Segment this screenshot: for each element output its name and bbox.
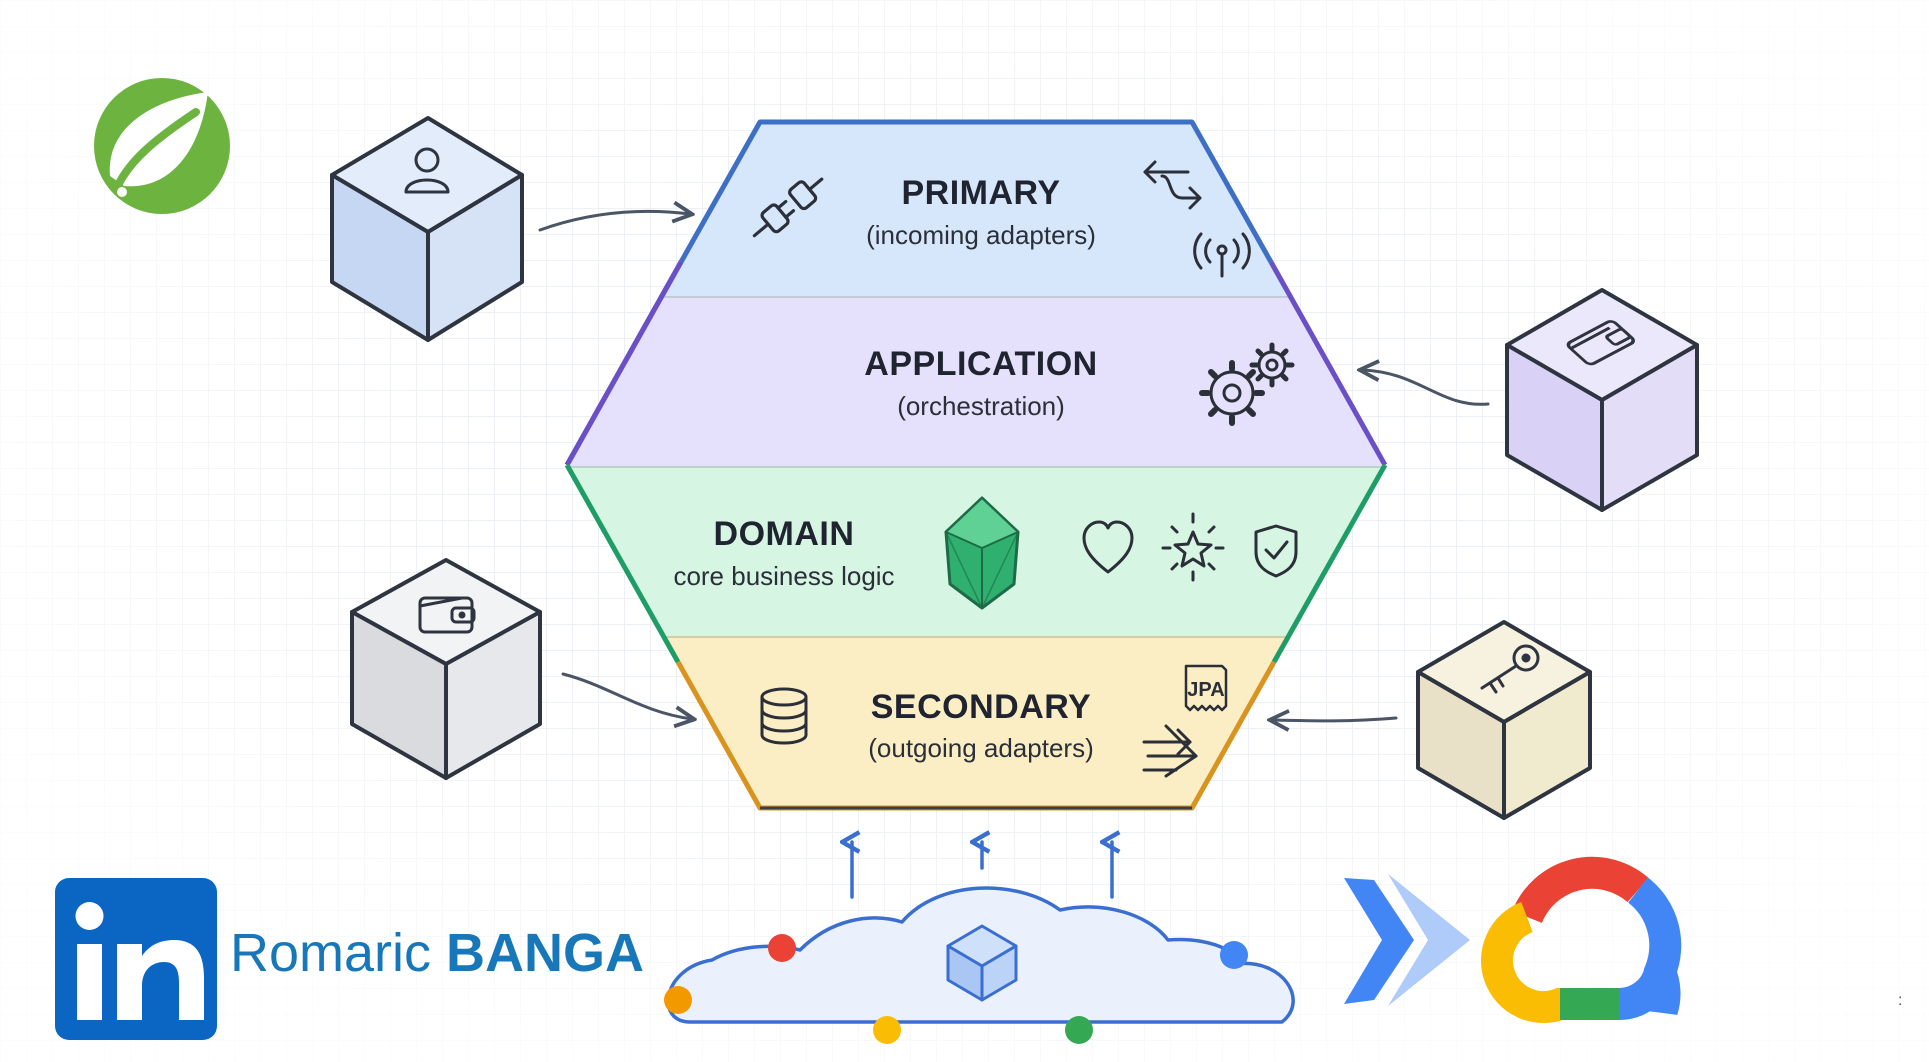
user-cube xyxy=(330,116,524,342)
key-icon xyxy=(1480,644,1540,694)
arrow-key-cube-to-secondary xyxy=(1272,718,1398,721)
swap-arrows-icon xyxy=(1143,160,1202,210)
layer-domain-subtitle: core business logic xyxy=(673,561,895,591)
key-cube xyxy=(1416,620,1592,820)
layer-application-subtitle: (orchestration) xyxy=(897,391,1065,421)
heart-icon xyxy=(1082,520,1134,574)
arrow-wallet-to-secondary xyxy=(561,672,692,719)
google-cloud-run-icon xyxy=(1344,874,1470,1006)
author-last-name: BANGA xyxy=(446,923,645,983)
layer-primary-title: PRIMARY xyxy=(901,174,1061,212)
wallet-icon xyxy=(1566,320,1635,366)
node-dot-red xyxy=(768,934,796,962)
antenna-icon xyxy=(1193,232,1251,278)
gears-icon xyxy=(1199,342,1295,426)
database-icon xyxy=(760,687,808,745)
node-dot-blue xyxy=(1220,941,1248,969)
cloud xyxy=(664,886,1295,1044)
wallet-cube-right xyxy=(1505,288,1699,512)
jpa-badge: JPA xyxy=(1184,664,1228,712)
google-cloud-icon xyxy=(1481,856,1682,1023)
node-dot-yellow xyxy=(873,1016,901,1044)
user-icon xyxy=(404,147,450,194)
cube-icon xyxy=(946,924,1018,1002)
node-dot-green xyxy=(1065,1016,1093,1044)
shield-check-icon xyxy=(1254,524,1298,578)
corner-mark: : xyxy=(1898,992,1903,1009)
linkedin-icon xyxy=(55,878,217,1040)
forward-arrows-icon xyxy=(1142,724,1198,778)
author-name: Romaric BANGA xyxy=(230,922,644,984)
wallet-icon xyxy=(418,596,476,634)
hexagon-outline-primary xyxy=(678,119,1274,264)
layer-secondary-title: SECONDARY xyxy=(870,688,1092,726)
spring-leaf-icon xyxy=(94,78,230,214)
layer-domain-title: DOMAIN xyxy=(713,515,855,553)
node-dot-orange xyxy=(664,986,692,1014)
layer-primary-subtitle: (incoming adapters) xyxy=(866,220,1096,250)
layer-application-title: APPLICATION xyxy=(864,345,1098,383)
author-first-name: Romaric xyxy=(230,923,432,983)
sparkle-star-icon xyxy=(1161,512,1225,582)
wallet-cube-left xyxy=(350,558,542,780)
arrow-right-cube-to-application xyxy=(1362,370,1490,406)
arrow-user-to-primary xyxy=(538,211,690,232)
layer-secondary-subtitle: (outgoing adapters) xyxy=(868,733,1094,763)
gem-icon xyxy=(944,496,1020,610)
jpa-label: JPA xyxy=(1187,679,1224,701)
upward-arrows xyxy=(852,842,1112,899)
plug-icon xyxy=(752,177,824,238)
